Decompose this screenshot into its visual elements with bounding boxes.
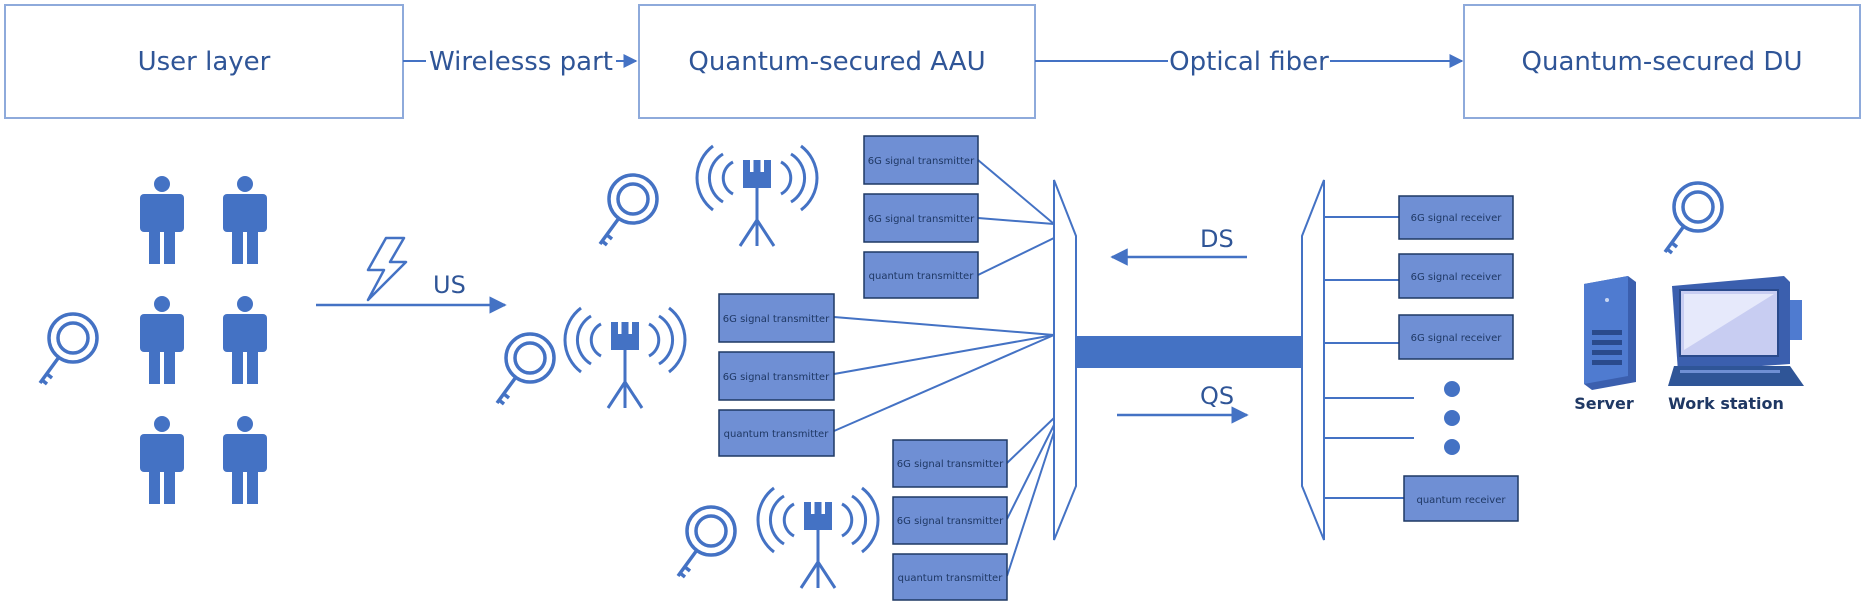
aau-connection-lines bbox=[833, 159, 1055, 577]
du-splitter bbox=[1301, 179, 1325, 541]
key-icon bbox=[1663, 181, 1724, 255]
optical-fiber-label: Optical fiber bbox=[1169, 47, 1329, 77]
ds-label: DS bbox=[1200, 225, 1234, 253]
aau-label: Quantum-secured AAU bbox=[688, 47, 985, 77]
user-icon bbox=[140, 296, 184, 384]
key-icon bbox=[495, 332, 556, 406]
key-icon bbox=[598, 173, 659, 247]
transmitter-box: 6G signal transmitter bbox=[892, 439, 1008, 488]
du-label: Quantum-secured DU bbox=[1522, 47, 1803, 77]
antenna-icon bbox=[756, 486, 880, 590]
workstation-label: Work station bbox=[1668, 394, 1784, 413]
du-connection-lines bbox=[1324, 216, 1414, 499]
server-label: Server bbox=[1574, 394, 1634, 413]
receiver-box: 6G signal receiver bbox=[1398, 195, 1514, 240]
user-icon bbox=[223, 296, 267, 384]
svg-text:quantum receiver: quantum receiver bbox=[1417, 495, 1507, 506]
wireless-part-label: Wirelesss part bbox=[429, 47, 613, 77]
transmitter-box: 6G signal transmitter bbox=[718, 351, 835, 401]
user-icon bbox=[223, 176, 267, 264]
du-box bbox=[1463, 4, 1861, 119]
quantum-transmitter-box: quantum transmitter bbox=[718, 409, 835, 457]
user-layer-label: User layer bbox=[138, 47, 271, 77]
key-icon bbox=[676, 505, 737, 579]
transmitter-box: 6G signal transmitter bbox=[863, 193, 979, 243]
svg-text:6G signal transmitter: 6G signal transmitter bbox=[723, 372, 830, 383]
quantum-receiver-box: quantum receiver bbox=[1403, 475, 1519, 522]
user-layer-box bbox=[4, 4, 404, 119]
transmitter-box: 6G signal transmitter bbox=[718, 293, 835, 343]
receiver-box: 6G signal receiver bbox=[1398, 253, 1514, 299]
svg-text:quantum transmitter: quantum transmitter bbox=[898, 573, 1004, 584]
server-icon bbox=[1584, 276, 1636, 390]
ellipsis-dots bbox=[1444, 381, 1460, 455]
svg-text:6G signal receiver: 6G signal receiver bbox=[1411, 213, 1503, 224]
user-icon bbox=[140, 176, 184, 264]
user-icon bbox=[140, 416, 184, 504]
fiber-trunk bbox=[1076, 336, 1302, 368]
qs-label: QS bbox=[1200, 382, 1234, 410]
key-icon bbox=[38, 312, 99, 386]
svg-text:6G signal transmitter: 6G signal transmitter bbox=[897, 516, 1004, 527]
workstation-icon bbox=[1668, 276, 1804, 386]
svg-text:6G signal receiver: 6G signal receiver bbox=[1411, 333, 1503, 344]
transmitter-box: 6G signal transmitter bbox=[892, 496, 1008, 545]
aau-splitter bbox=[1053, 179, 1077, 541]
user-icon bbox=[223, 416, 267, 504]
svg-text:quantum transmitter: quantum transmitter bbox=[724, 429, 830, 440]
receiver-box: 6G signal receiver bbox=[1398, 314, 1514, 360]
transmitter-box: 6G signal transmitter bbox=[863, 135, 979, 185]
quantum-transmitter-box: quantum transmitter bbox=[892, 553, 1008, 601]
antenna-icon bbox=[695, 144, 819, 248]
aau-box bbox=[638, 4, 1036, 119]
svg-text:6G signal receiver: 6G signal receiver bbox=[1411, 272, 1503, 283]
quantum-transmitter-box: quantum transmitter bbox=[863, 251, 979, 299]
antenna-icon bbox=[563, 306, 687, 410]
svg-text:6G signal transmitter: 6G signal transmitter bbox=[868, 156, 975, 167]
us-label: US bbox=[433, 271, 466, 299]
lightning-icon bbox=[366, 236, 408, 302]
svg-text:6G signal transmitter: 6G signal transmitter bbox=[897, 459, 1004, 470]
svg-text:6G signal transmitter: 6G signal transmitter bbox=[723, 314, 830, 325]
svg-text:quantum transmitter: quantum transmitter bbox=[869, 271, 975, 282]
svg-text:6G signal transmitter: 6G signal transmitter bbox=[868, 214, 975, 225]
